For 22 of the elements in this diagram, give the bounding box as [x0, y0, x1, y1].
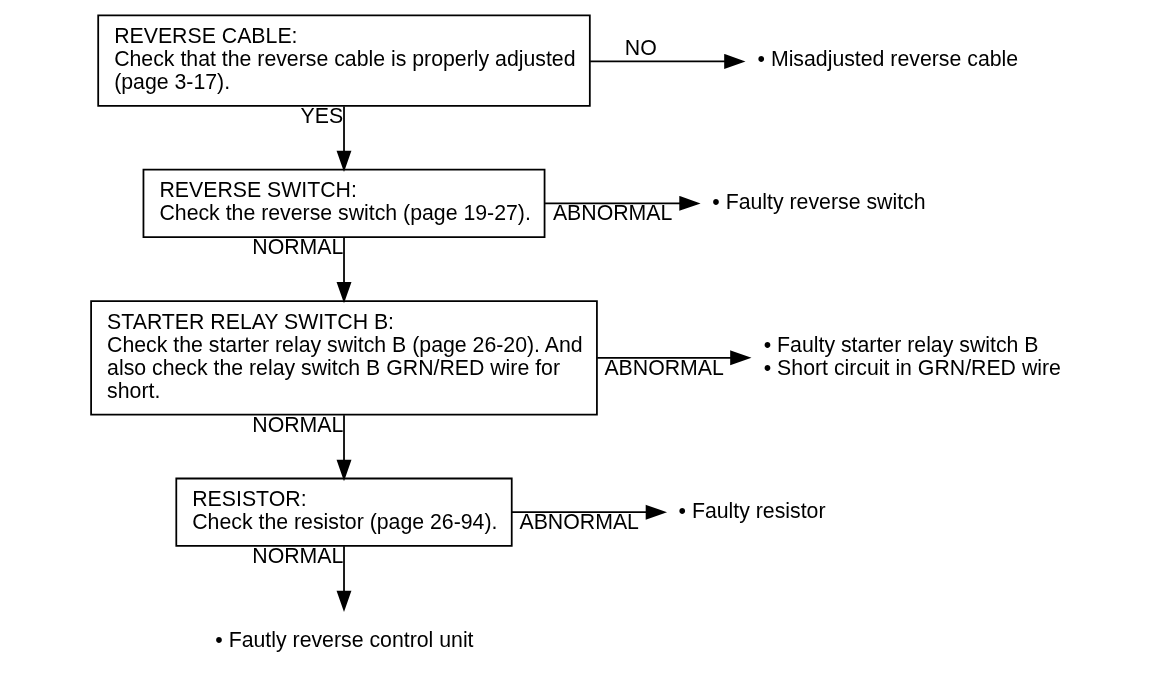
edge-label: NORMAL — [252, 235, 344, 260]
node-text: • Misadjusted reverse cable — [757, 47, 1019, 72]
node-box: REVERSE SWITCH: Check the reverse switch (page 19-27). — [142, 168, 546, 238]
edge-label: NO — [624, 36, 657, 61]
arrow — [336, 545, 352, 612]
arrow — [544, 195, 701, 211]
arrow — [336, 105, 352, 172]
edge-label: ABNORMAL — [552, 201, 673, 226]
node-text: • Faulty reverse switch — [712, 189, 926, 214]
node-text: • Faulty starter relay switch B • Short circuit in GRN/RED wire — [763, 332, 1061, 380]
arrow — [510, 504, 667, 520]
node-text: • Faulty resistor — [678, 498, 826, 523]
node-box: STARTER RELAY SWITCH B: Check the starter relay switch B (page 26-20). And also check the relay switch B GRN/RED wire for short. — [90, 300, 598, 416]
arrow — [589, 53, 746, 69]
edge-label: ABNORMAL — [604, 355, 724, 380]
arrow — [596, 350, 752, 366]
node-box: RESISTOR: Check the resistor (page 26-94). — [175, 477, 513, 547]
edge-label: ABNORMAL — [519, 510, 639, 535]
node-box: REVERSE CABLE: Check that the reverse cable is properly adjusted (page 3-17). — [97, 14, 591, 107]
arrow — [336, 414, 352, 482]
arrow — [336, 236, 352, 304]
node-text: • Fautly reverse control unit — [215, 628, 474, 653]
